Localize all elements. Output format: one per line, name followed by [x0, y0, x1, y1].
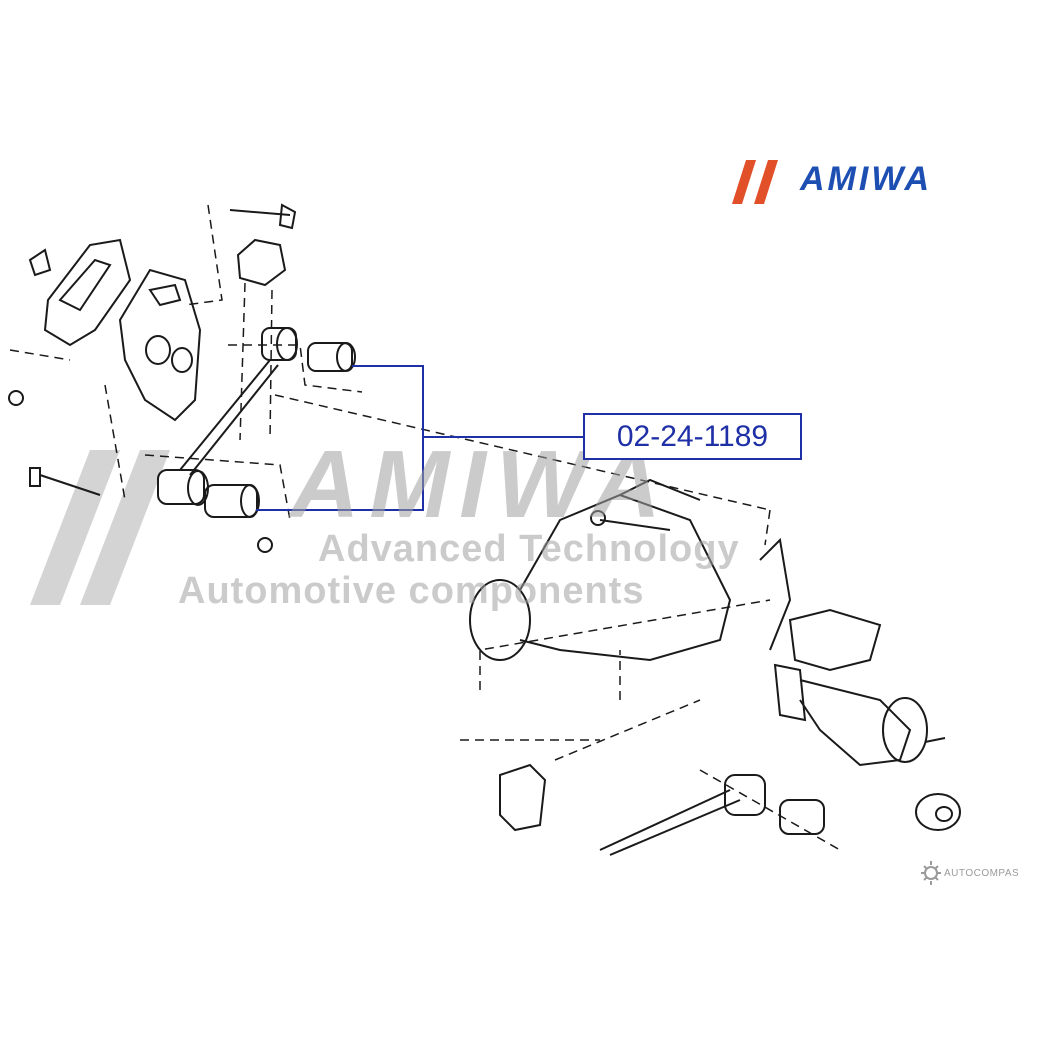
source-credit: AUTOCOMPAS: [920, 858, 1019, 891]
bolts: [8, 390, 946, 743]
left-mount-bracket: [28, 238, 202, 422]
logo-slashes-icon: [732, 160, 778, 204]
differential-housing: [469, 478, 792, 662]
upper-bushing-pair: [261, 327, 356, 372]
watermark-line-1: Advanced Technology: [318, 528, 740, 570]
logo-text: AMIWA: [800, 160, 933, 198]
credit-text: AUTOCOMPAS: [944, 868, 1020, 879]
dashed-guide-lines: [9, 204, 841, 851]
callout-connector: [256, 365, 583, 511]
rear-axle: [773, 608, 928, 767]
part-number-callout: 02-24-1189: [583, 413, 802, 460]
lateral-rod: [179, 359, 279, 476]
gear-icon: [921, 861, 941, 885]
watermark-slashes: [30, 450, 170, 605]
lower-bushing-pair: [157, 469, 260, 518]
top-bracket: [229, 203, 297, 287]
watermark-line-2: Automotive components: [178, 570, 645, 612]
brand-logo: AMIWA: [730, 158, 1030, 208]
lower-right-components: [499, 763, 961, 856]
